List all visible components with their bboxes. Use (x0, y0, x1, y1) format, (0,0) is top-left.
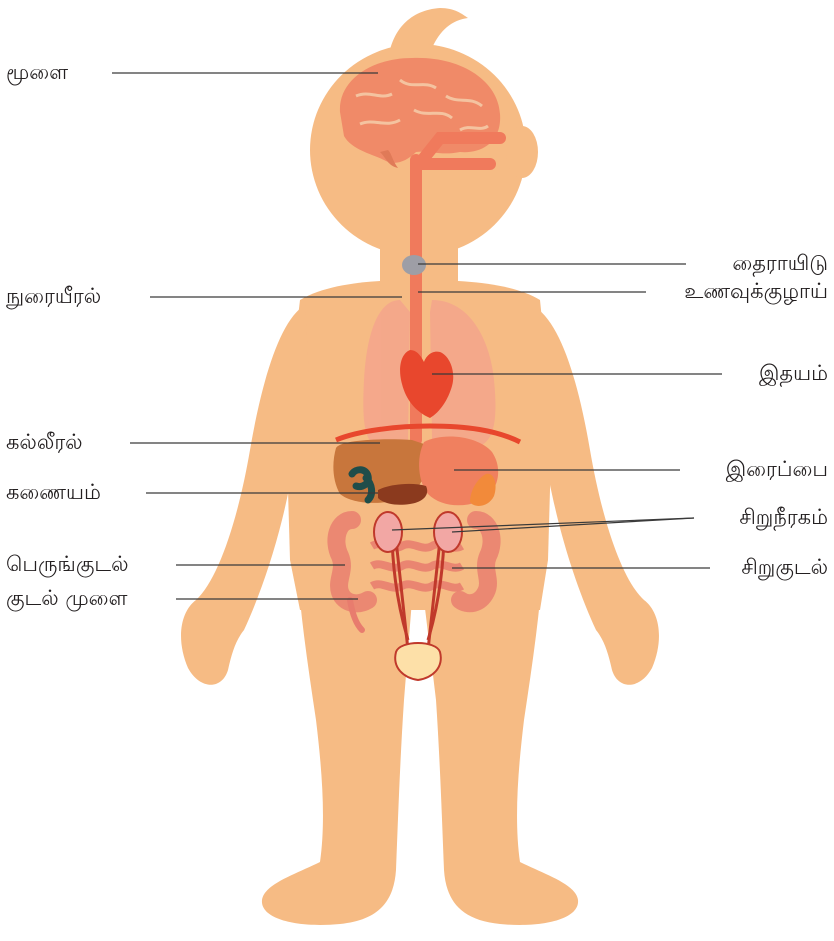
label-lungs: நுரையீரல் (6, 286, 101, 307)
label-large-intestine: பெருங்குடல் (6, 554, 129, 575)
label-brain: மூளை (6, 62, 68, 83)
label-stomach: இரைப்பை (726, 459, 828, 480)
label-liver: கல்லீரல் (6, 432, 83, 453)
label-esophagus: உணவுக்குழாய் (684, 281, 828, 302)
kidney-left (374, 512, 402, 552)
label-pancreas: கணையம் (6, 482, 101, 503)
label-appendix: குடல் முளை (6, 588, 128, 609)
label-kidneys: சிறுநீரகம் (739, 507, 828, 528)
label-small-intestine: சிறுகுடல் (741, 557, 828, 578)
label-heart: இதயம் (759, 363, 828, 384)
thyroid (402, 255, 426, 275)
label-thyroid: தைராயிடு (732, 253, 828, 274)
